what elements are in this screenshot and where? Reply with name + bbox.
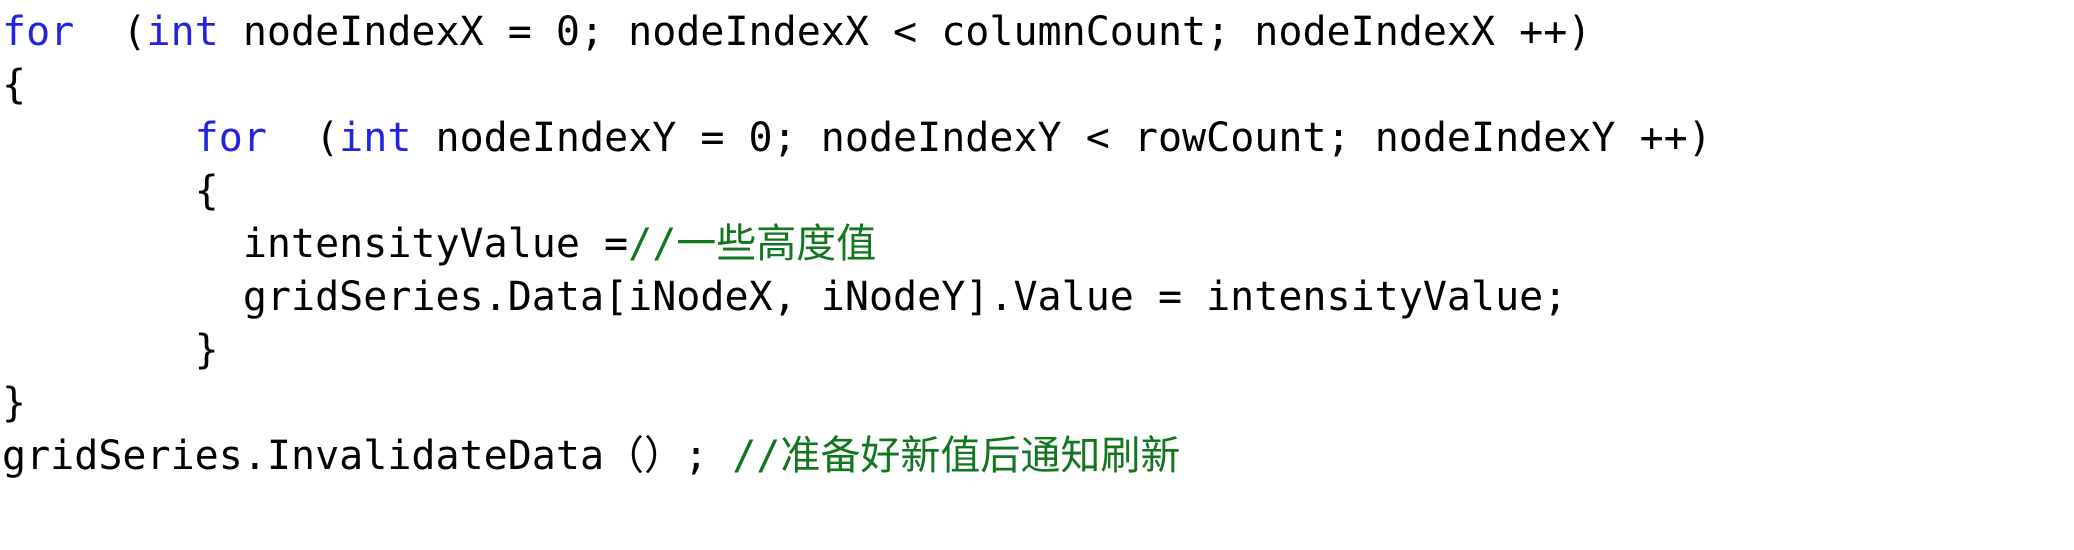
code-token-plain: } [2, 327, 219, 373]
code-token-plain: ( [266, 115, 340, 161]
code-token-plain: gridSeries.Data[iNodeX, iNodeY].Value = … [2, 274, 1568, 320]
code-token-plain: ( [74, 9, 147, 55]
code-token-plain: intensityValue = [2, 221, 629, 267]
code-line: { [2, 59, 2074, 112]
code-token-plain [2, 115, 195, 161]
code-line: for (int nodeIndexX = 0; nodeIndexX < co… [2, 6, 2074, 59]
code-token-plain: { [2, 62, 27, 108]
code-token-keyword: int [146, 9, 219, 55]
code-token-comment: //准备好新值后通知刷新 [732, 433, 1181, 479]
code-token-plain: nodeIndexX = 0; nodeIndexX < columnCount… [218, 9, 1592, 55]
code-line: gridSeries.Data[iNodeX, iNodeY].Value = … [2, 271, 2074, 324]
code-line: intensityValue =//一些高度值 [2, 218, 2074, 271]
code-token-comment: //一些高度值 [628, 221, 877, 267]
code-token-plain: { [2, 168, 219, 214]
code-token-plain: } [2, 380, 27, 426]
code-token-plain: gridSeries.InvalidateData（）; [2, 433, 733, 479]
code-line: } [2, 377, 2074, 430]
code-token-keyword: for [2, 9, 75, 55]
code-token-plain: nodeIndexY = 0; nodeIndexY < rowCount; n… [411, 115, 1712, 161]
code-line: { [2, 165, 2074, 218]
code-token-keyword: int [339, 115, 412, 161]
code-line: for (int nodeIndexY = 0; nodeIndexY < ro… [2, 112, 2074, 165]
code-line: } [2, 324, 2074, 377]
code-token-keyword: for [194, 115, 267, 161]
code-line: gridSeries.InvalidateData（）; //准备好新值后通知刷… [2, 430, 2074, 483]
